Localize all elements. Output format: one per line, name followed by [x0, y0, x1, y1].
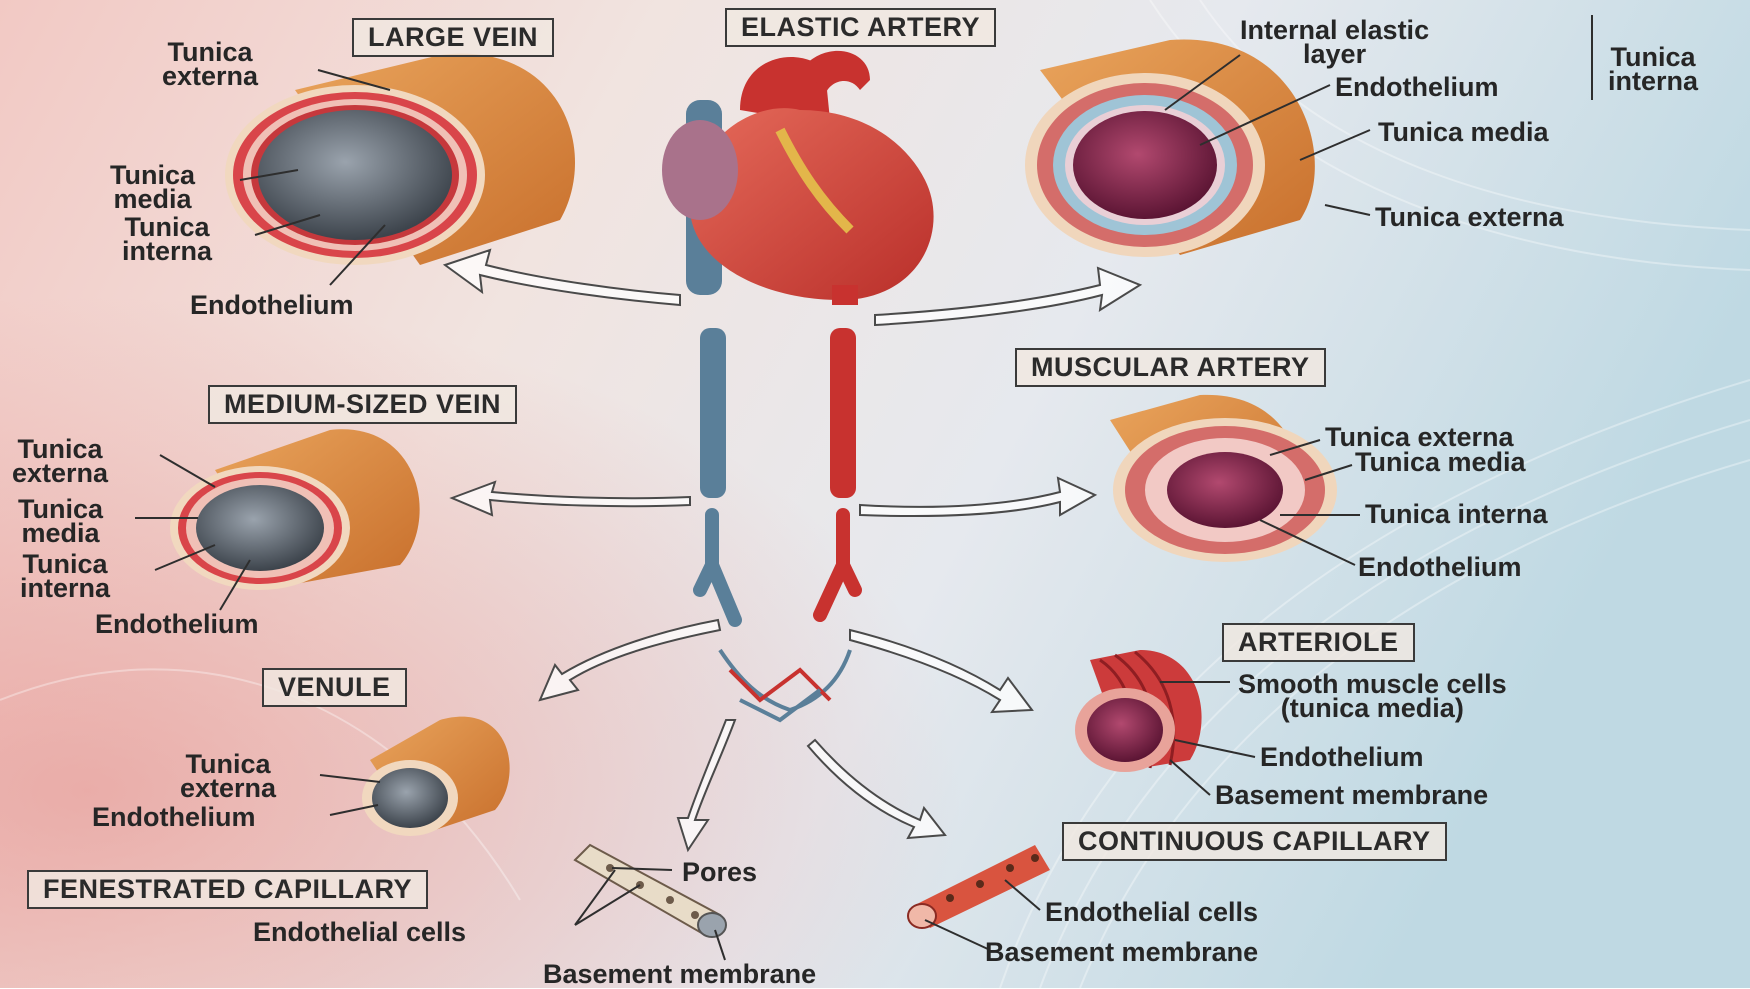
- arteriole-drawing: [1075, 650, 1202, 772]
- elastic-artery-endothelium-label: Endothelium: [1335, 75, 1499, 99]
- large-vein-tunica-externa-label: Tunica externa: [162, 40, 258, 88]
- title-elastic-artery: ELASTIC ARTERY: [725, 8, 996, 47]
- large-vein-tunica-media-label: Tunica media: [110, 163, 195, 211]
- title-large-vein: LARGE VEIN: [352, 18, 554, 57]
- large-vein-endothelium-label: Endothelium: [190, 293, 354, 317]
- fenestrated-pores-label: Pores: [682, 860, 757, 884]
- continuous-endothelial-cells-label: Endothelial cells: [1045, 900, 1258, 924]
- continuous-basement-membrane-label: Basement membrane: [985, 940, 1258, 964]
- medium-vein-tunica-interna-label: Tunica interna: [20, 552, 110, 600]
- title-muscular-artery: MUSCULAR ARTERY: [1015, 348, 1326, 387]
- title-fenestrated-capillary: FENESTRATED CAPILLARY: [27, 870, 428, 909]
- title-continuous-capillary: CONTINUOUS CAPILLARY: [1062, 822, 1447, 861]
- medium-vein-tunica-externa-label: Tunica externa: [12, 437, 108, 485]
- elastic-artery-tunica-media-label: Tunica media: [1378, 120, 1549, 144]
- venule-endothelium-label: Endothelium: [92, 805, 256, 829]
- muscular-artery-tunica-media-label: Tunica media: [1355, 450, 1526, 474]
- arteriole-smooth-muscle-label: Smooth muscle cells (tunica media): [1238, 672, 1507, 720]
- medium-vein-tunica-media-label: Tunica media: [18, 497, 103, 545]
- arteriole-basement-membrane-label: Basement membrane: [1215, 783, 1488, 807]
- venule-tunica-externa-label: Tunica externa: [180, 752, 276, 800]
- muscular-artery-tunica-externa-label: Tunica externa: [1325, 425, 1514, 449]
- muscular-artery-endothelium-label: Endothelium: [1358, 555, 1522, 579]
- medium-vein-endothelium-label: Endothelium: [95, 612, 259, 636]
- muscular-artery-tunica-interna-label: Tunica interna: [1365, 502, 1548, 526]
- title-medium-sized-vein: MEDIUM-SIZED VEIN: [208, 385, 517, 424]
- fenestrated-endothelial-cells-label: Endothelial cells: [253, 920, 466, 944]
- elastic-artery-drawing: [1025, 39, 1315, 257]
- title-venule: VENULE: [262, 668, 407, 707]
- large-vein-tunica-interna-label: Tunica interna: [122, 215, 212, 263]
- elastic-artery-tunica-interna-label: Tunica interna: [1608, 45, 1698, 93]
- title-arteriole: ARTERIOLE: [1222, 623, 1415, 662]
- elastic-artery-tunica-externa-label: Tunica externa: [1375, 205, 1564, 229]
- arteriole-endothelium-label: Endothelium: [1260, 745, 1424, 769]
- elastic-artery-internal-elastic-layer-label: Internal elastic layer: [1240, 18, 1429, 66]
- fenestrated-basement-membrane-label: Basement membrane: [543, 962, 816, 986]
